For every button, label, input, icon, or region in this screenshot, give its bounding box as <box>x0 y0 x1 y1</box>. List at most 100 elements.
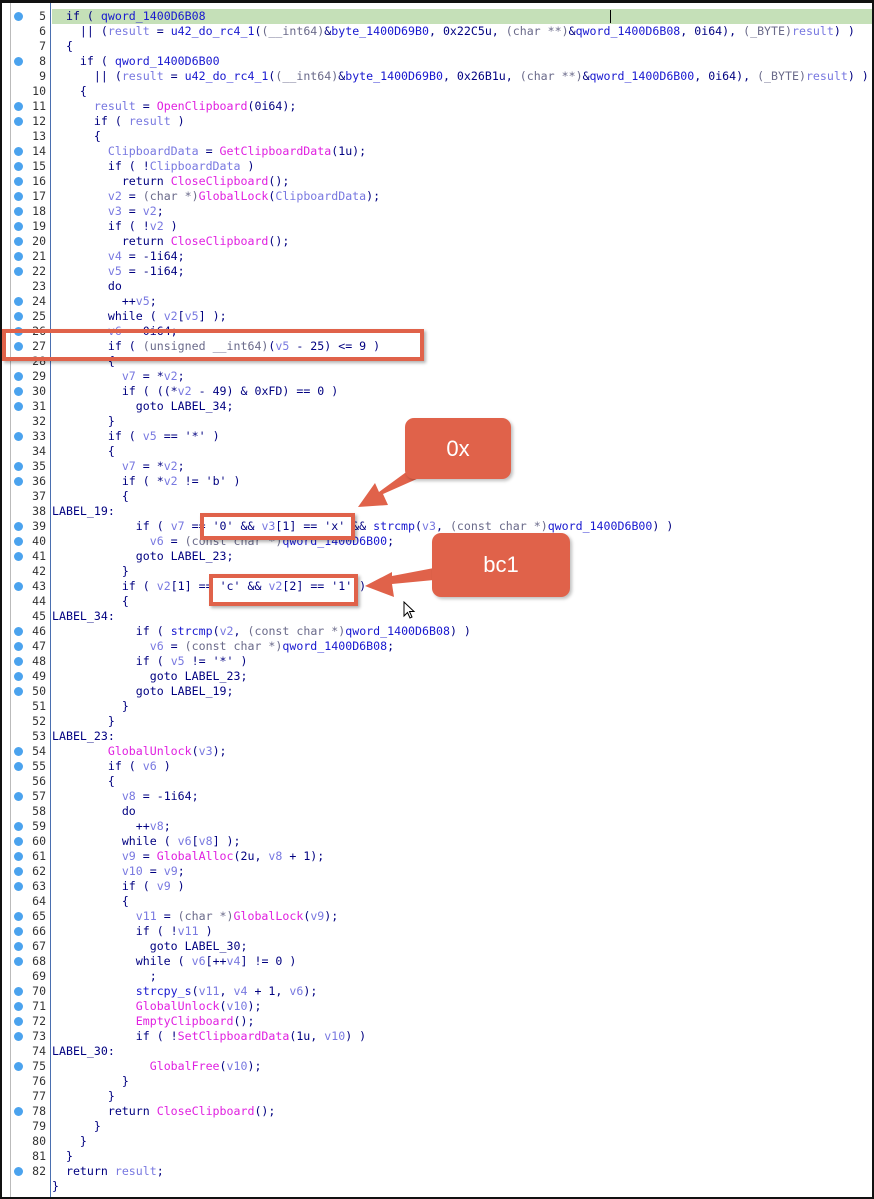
code-text[interactable]: goto LABEL_23; <box>52 669 872 684</box>
code-line[interactable]: 36 if ( *v2 != 'b' ) <box>2 474 872 489</box>
code-line[interactable]: 78 return CloseClipboard(); <box>2 1104 872 1119</box>
code-line[interactable]: 44 { <box>2 594 872 609</box>
code-text[interactable]: { <box>52 489 872 504</box>
breakpoint-dot-icon[interactable] <box>14 192 23 201</box>
code-text[interactable]: } <box>52 1119 872 1134</box>
breakpoint-dot-icon[interactable] <box>14 432 23 441</box>
code-text[interactable]: if ( qword_1400D6B08 <box>52 9 872 24</box>
code-line[interactable]: 51 } <box>2 699 872 714</box>
code-line[interactable]: 25 while ( v2[v5] ); <box>2 309 872 324</box>
code-text[interactable]: v5 = -1i64; <box>52 264 872 279</box>
code-text[interactable]: LABEL_34: <box>52 609 872 624</box>
code-text[interactable]: { <box>52 39 872 54</box>
code-text[interactable]: || (result = u42_do_rc4_1((__int64)&byte… <box>52 24 872 39</box>
code-text[interactable]: } <box>52 1074 872 1089</box>
breakpoint-dot-icon[interactable] <box>14 147 23 156</box>
code-line[interactable]: 11 result = OpenClipboard(0i64); <box>2 99 872 114</box>
code-line[interactable]: 71 GlobalUnlock(v10); <box>2 999 872 1014</box>
breakpoint-dot-icon[interactable] <box>14 237 23 246</box>
code-text[interactable]: goto LABEL_30; <box>52 939 872 954</box>
code-text[interactable]: goto LABEL_34; <box>52 399 872 414</box>
code-text[interactable]: if ( result ) <box>52 114 872 129</box>
code-text[interactable]: goto LABEL_19; <box>52 684 872 699</box>
breakpoint-dot-icon[interactable] <box>14 1002 23 1011</box>
code-line[interactable]: 46 if ( strcmp(v2, (const char *)qword_1… <box>2 624 872 639</box>
code-line[interactable]: 60 while ( v6[v8] ); <box>2 834 872 849</box>
breakpoint-dot-icon[interactable] <box>14 402 23 411</box>
breakpoint-dot-icon[interactable] <box>14 1017 23 1026</box>
code-text[interactable]: do <box>52 279 872 294</box>
code-text[interactable]: { <box>52 594 872 609</box>
code-text[interactable]: return CloseClipboard(); <box>52 174 872 189</box>
code-text[interactable]: v6 = (const char *)qword_1400D6B08; <box>52 639 872 654</box>
breakpoint-dot-icon[interactable] <box>14 762 23 771</box>
code-text[interactable]: { <box>52 84 872 99</box>
breakpoint-dot-icon[interactable] <box>14 252 23 261</box>
code-line[interactable]: 57 v8 = -1i64; <box>2 789 872 804</box>
code-line[interactable]: 24 ++v5; <box>2 294 872 309</box>
code-text[interactable]: while ( v6[++v4] != 0 ) <box>52 954 872 969</box>
breakpoint-dot-icon[interactable] <box>14 987 23 996</box>
breakpoint-dot-icon[interactable] <box>14 312 23 321</box>
code-text[interactable]: } <box>52 1179 872 1194</box>
code-line[interactable]: 63 if ( v9 ) <box>2 879 872 894</box>
breakpoint-dot-icon[interactable] <box>14 927 23 936</box>
code-text[interactable]: return CloseClipboard(); <box>52 1104 872 1119</box>
code-line[interactable]: 10 { <box>2 84 872 99</box>
breakpoint-dot-icon[interactable] <box>14 177 23 186</box>
code-line[interactable]: 47 v6 = (const char *)qword_1400D6B08; <box>2 639 872 654</box>
code-line[interactable]: 7 { <box>2 39 872 54</box>
code-text[interactable]: if ( v6 ) <box>52 759 872 774</box>
code-line[interactable]: 16 return CloseClipboard(); <box>2 174 872 189</box>
code-text[interactable]: if ( !v11 ) <box>52 924 872 939</box>
code-text[interactable]: } <box>52 1149 872 1164</box>
code-line[interactable]: 50 goto LABEL_19; <box>2 684 872 699</box>
breakpoint-dot-icon[interactable] <box>14 57 23 66</box>
code-line[interactable]: 13 { <box>2 129 872 144</box>
code-text[interactable]: if ( v9 ) <box>52 879 872 894</box>
code-text[interactable]: } <box>52 1134 872 1149</box>
code-text[interactable]: LABEL_19: <box>52 504 872 519</box>
breakpoint-dot-icon[interactable] <box>14 1032 23 1041</box>
code-line[interactable]: 54 GlobalUnlock(v3); <box>2 744 872 759</box>
code-text[interactable]: GlobalUnlock(v3); <box>52 744 872 759</box>
breakpoint-dot-icon[interactable] <box>14 822 23 831</box>
code-text[interactable]: } <box>52 564 872 579</box>
code-line[interactable]: 35 v7 = *v2; <box>2 459 872 474</box>
code-line[interactable]: 69 ; <box>2 969 872 984</box>
breakpoint-dot-icon[interactable] <box>14 12 23 21</box>
code-text[interactable]: if ( (unsigned __int64)(v5 - 25) <= 9 ) <box>52 339 872 354</box>
code-line[interactable]: 20 return CloseClipboard(); <box>2 234 872 249</box>
breakpoint-dot-icon[interactable] <box>14 522 23 531</box>
code-line[interactable]: 9 || (result = u42_do_rc4_1((__int64)&by… <box>2 69 872 84</box>
breakpoint-dot-icon[interactable] <box>14 882 23 891</box>
code-text[interactable]: LABEL_30: <box>52 1044 872 1059</box>
code-line[interactable]: 48 if ( v5 != '*' ) <box>2 654 872 669</box>
code-text[interactable]: return CloseClipboard(); <box>52 234 872 249</box>
breakpoint-dot-icon[interactable] <box>14 387 23 396</box>
code-line[interactable]: 14 ClipboardData = GetClipboardData(1u); <box>2 144 872 159</box>
breakpoint-dot-icon[interactable] <box>14 102 23 111</box>
code-text[interactable]: if ( v5 == '*' ) <box>52 429 872 444</box>
breakpoint-dot-icon[interactable] <box>14 627 23 636</box>
breakpoint-dot-icon[interactable] <box>14 1062 23 1071</box>
code-text[interactable]: goto LABEL_23; <box>52 549 872 564</box>
code-line[interactable]: 56 { <box>2 774 872 789</box>
code-line[interactable]: 6 || (result = u42_do_rc4_1((__int64)&by… <box>2 24 872 39</box>
code-line[interactable]: 29 v7 = *v2; <box>2 369 872 384</box>
code-text[interactable]: result = OpenClipboard(0i64); <box>52 99 872 114</box>
breakpoint-dot-icon[interactable] <box>14 267 23 276</box>
code-text[interactable]: if ( ((*v2 - 49) & 0xFD) == 0 ) <box>52 384 872 399</box>
code-line[interactable]: 80 } <box>2 1134 872 1149</box>
code-line[interactable]: 37 { <box>2 489 872 504</box>
breakpoint-dot-icon[interactable] <box>14 957 23 966</box>
code-text[interactable]: if ( qword_1400D6B00 <box>52 54 872 69</box>
code-line[interactable]: 81 } <box>2 1149 872 1164</box>
code-line[interactable]: 12 if ( result ) <box>2 114 872 129</box>
code-line[interactable]: 55 if ( v6 ) <box>2 759 872 774</box>
code-line[interactable]: 76 } <box>2 1074 872 1089</box>
code-line[interactable]: 17 v2 = (char *)GlobalLock(ClipboardData… <box>2 189 872 204</box>
